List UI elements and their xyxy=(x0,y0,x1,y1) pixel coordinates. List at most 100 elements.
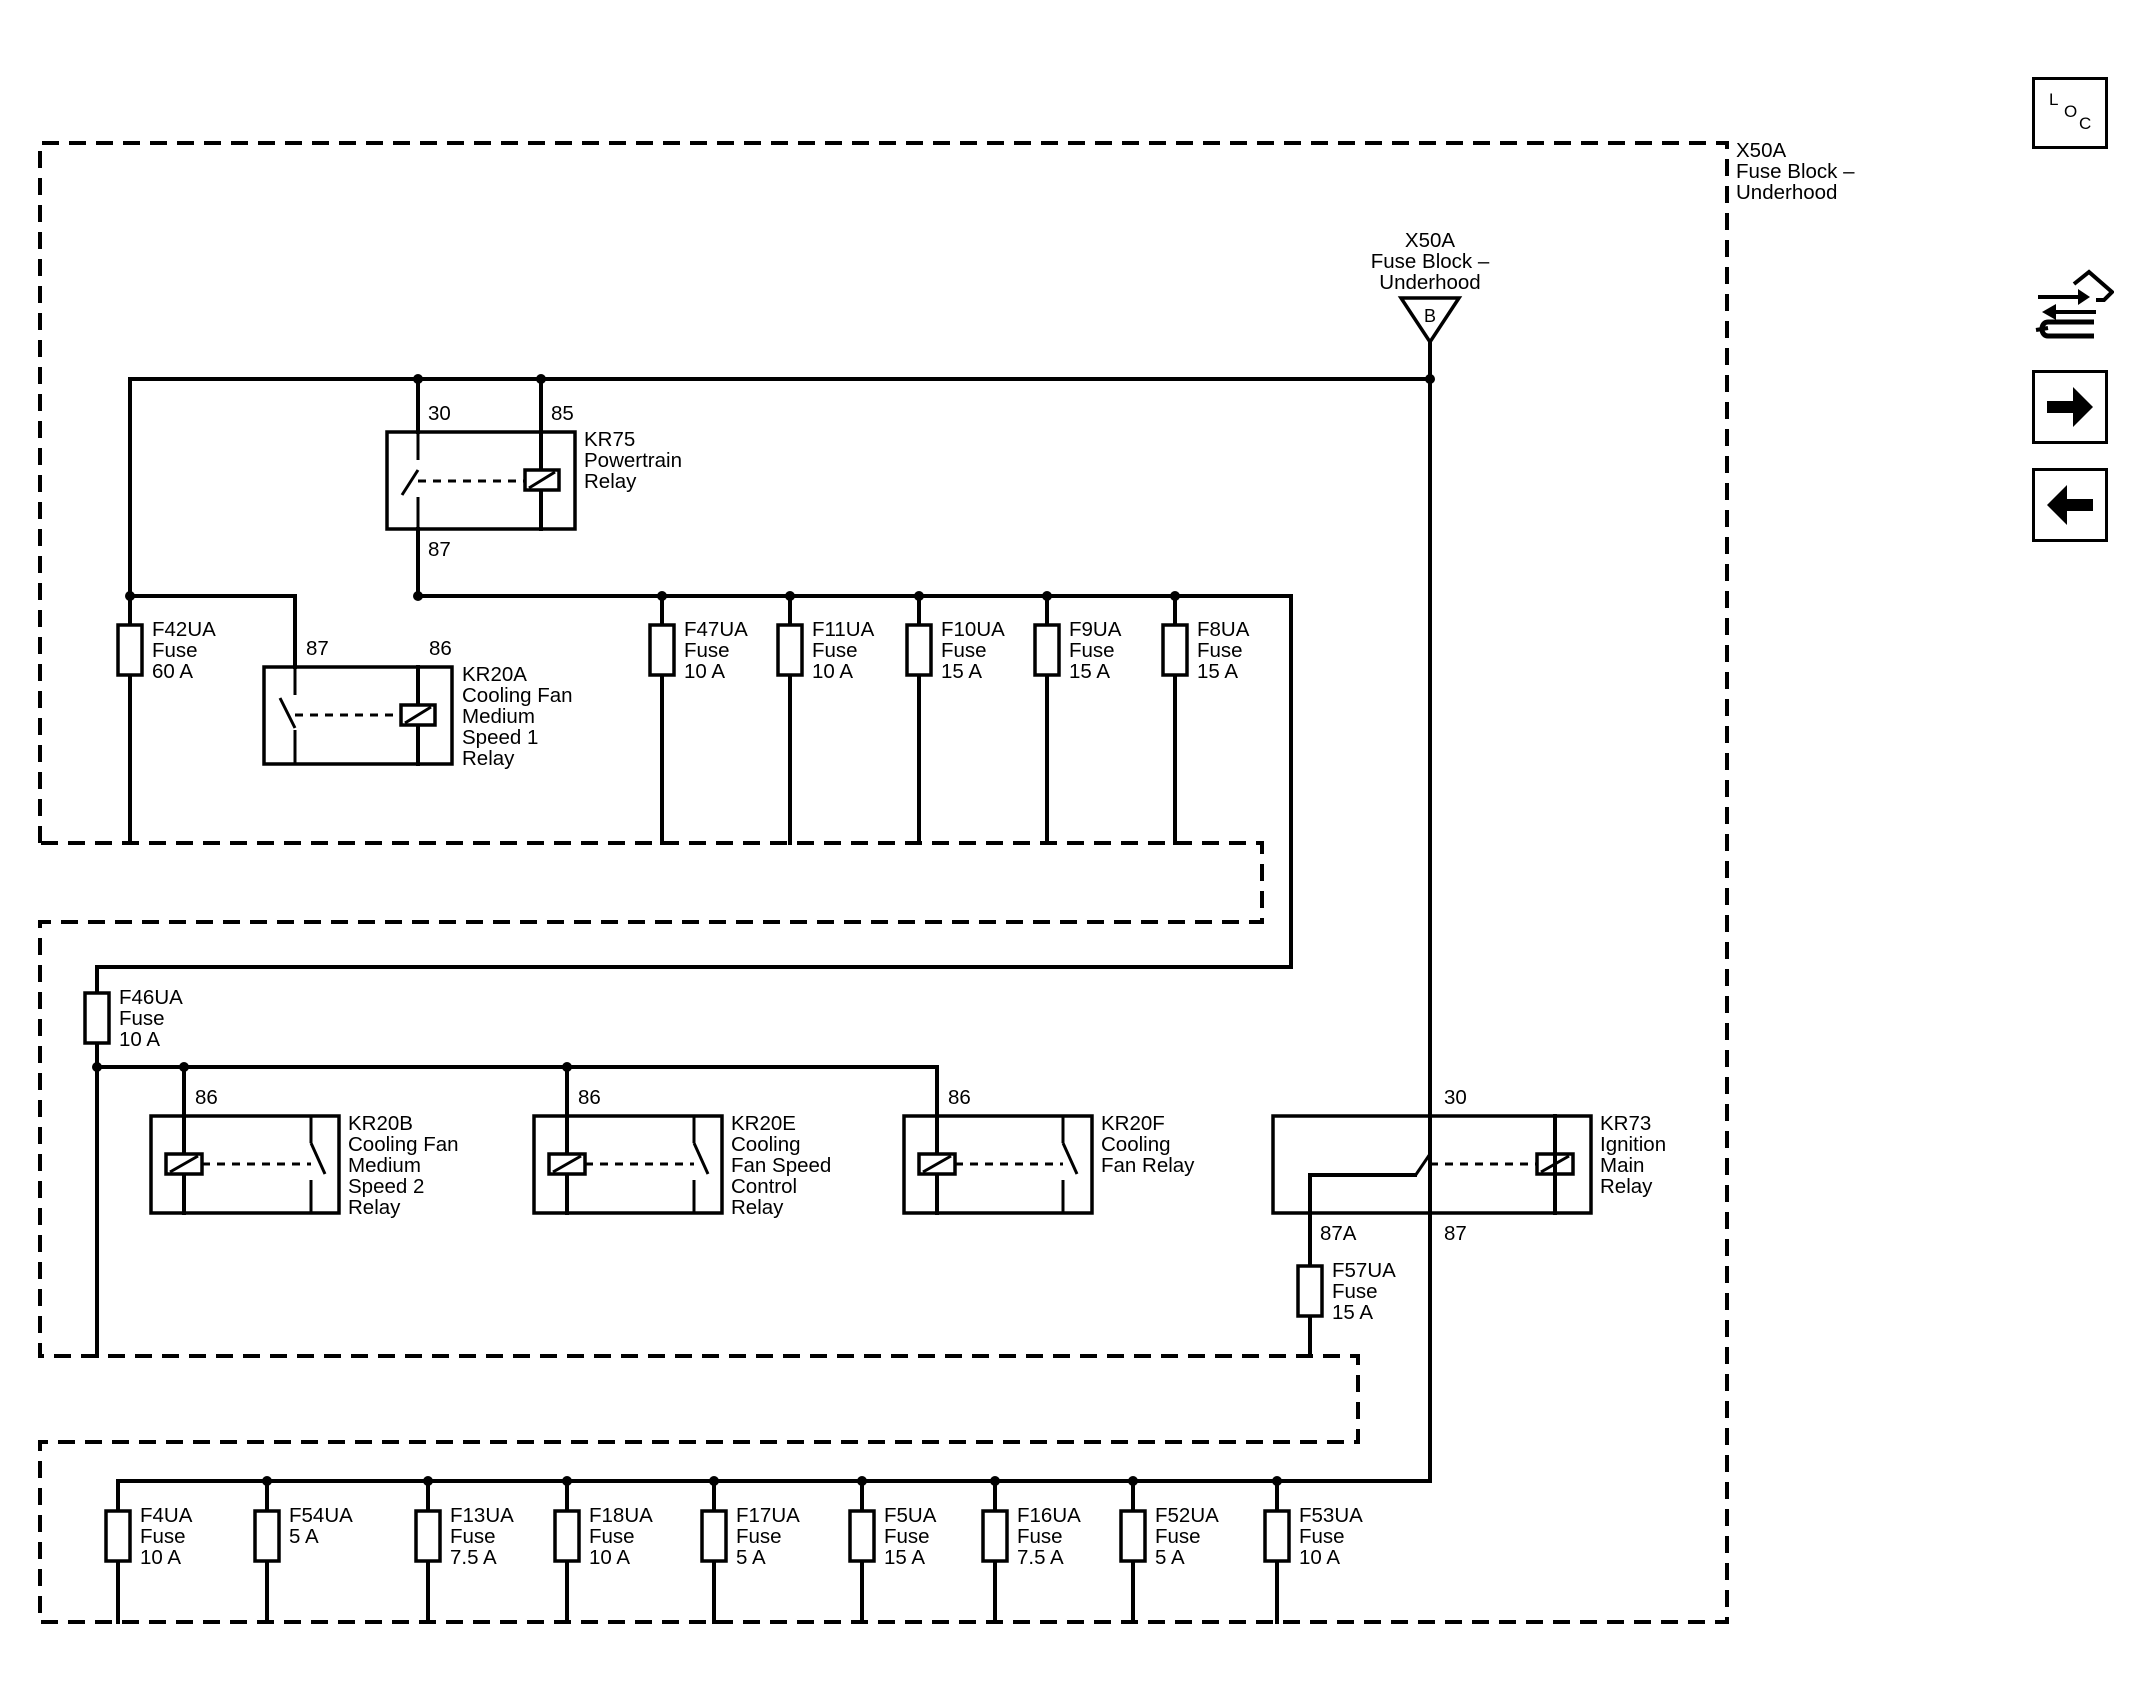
fuse-f16ua: F16UA Fuse 7.5 A xyxy=(981,1479,1081,1624)
svg-text:F4UA: F4UA xyxy=(140,1504,193,1527)
svg-text:86: 86 xyxy=(578,1086,601,1109)
fuse-f18ua: F18UA Fuse 10 A xyxy=(553,1479,653,1624)
svg-text:5 A: 5 A xyxy=(289,1525,319,1548)
svg-text:Fuse Block –: Fuse Block – xyxy=(1736,160,1855,183)
splice-dots xyxy=(92,374,1435,1486)
svg-text:Fuse: Fuse xyxy=(1069,639,1115,662)
fuse-block-outline xyxy=(38,141,1729,1624)
svg-text:F9UA: F9UA xyxy=(1069,618,1122,641)
svg-text:Relay: Relay xyxy=(731,1196,784,1219)
svg-text:Fuse: Fuse xyxy=(684,639,730,662)
svg-text:Fuse: Fuse xyxy=(1155,1525,1201,1548)
relay-kr20e: 86 KR20E Cooling Fan Speed Control Relay xyxy=(532,1065,831,1219)
service-tools-icon xyxy=(2035,269,2115,339)
fuse-f10ua: F10UA Fuse 15 A xyxy=(905,594,1005,845)
svg-text:60 A: 60 A xyxy=(152,660,193,683)
next-page-button[interactable] xyxy=(2032,370,2108,444)
svg-text:Cooling: Cooling xyxy=(731,1133,801,1156)
svg-text:10 A: 10 A xyxy=(684,660,725,683)
svg-text:Fuse: Fuse xyxy=(941,639,987,662)
relay-kr75: 30 85 87 KR75 Powertrain Relay xyxy=(385,402,682,561)
svg-text:X50A: X50A xyxy=(1405,229,1455,252)
svg-text:87A: 87A xyxy=(1320,1222,1357,1245)
fuse-f13ua: F13UA Fuse 7.5 A xyxy=(414,1479,514,1624)
svg-text:Underhood: Underhood xyxy=(1736,181,1837,204)
svg-text:F13UA: F13UA xyxy=(450,1504,514,1527)
fuse-f52ua: F52UA Fuse 5 A xyxy=(1119,1479,1219,1624)
svg-text:7.5 A: 7.5 A xyxy=(1017,1546,1064,1569)
fuse-f8ua: F8UA Fuse 15 A xyxy=(1161,594,1250,845)
svg-text:O: O xyxy=(2064,102,2077,121)
svg-text:F5UA: F5UA xyxy=(884,1504,937,1527)
location-icon: L O C xyxy=(2049,90,2091,133)
svg-text:Relay: Relay xyxy=(462,747,515,770)
svg-text:F54UA: F54UA xyxy=(289,1504,353,1527)
svg-text:15 A: 15 A xyxy=(1069,660,1110,683)
svg-text:Fuse: Fuse xyxy=(736,1525,782,1548)
svg-text:Relay: Relay xyxy=(584,470,637,493)
svg-text:Fuse: Fuse xyxy=(884,1525,930,1548)
svg-text:Cooling Fan: Cooling Fan xyxy=(462,684,573,707)
svg-text:F17UA: F17UA xyxy=(736,1504,800,1527)
fuse-f47ua: F47UA Fuse 10 A xyxy=(648,594,748,845)
svg-text:KR20B: KR20B xyxy=(348,1112,413,1135)
svg-text:Speed 1: Speed 1 xyxy=(462,726,538,749)
fuse-f42ua: F42UA Fuse 60 A xyxy=(116,618,216,683)
svg-text:Medium: Medium xyxy=(462,705,535,728)
svg-text:F46UA: F46UA xyxy=(119,986,183,1009)
svg-text:C: C xyxy=(2079,114,2091,133)
svg-text:Main: Main xyxy=(1600,1154,1644,1177)
svg-text:86: 86 xyxy=(429,637,452,660)
svg-text:85: 85 xyxy=(551,402,574,425)
svg-text:30: 30 xyxy=(1444,1086,1467,1109)
svg-text:86: 86 xyxy=(948,1086,971,1109)
svg-text:86: 86 xyxy=(195,1086,218,1109)
fuse-f54ua: F54UA 5 A xyxy=(253,1479,353,1624)
svg-text:Fuse: Fuse xyxy=(1017,1525,1063,1548)
relay-kr20b: 86 KR20B Cooling Fan Medium Speed 2 Rela… xyxy=(149,1065,459,1219)
svg-text:Cooling Fan: Cooling Fan xyxy=(348,1133,459,1156)
svg-text:KR73: KR73 xyxy=(1600,1112,1651,1135)
svg-text:F10UA: F10UA xyxy=(941,618,1005,641)
svg-text:Fuse: Fuse xyxy=(1299,1525,1345,1548)
svg-text:87: 87 xyxy=(306,637,329,660)
svg-text:15 A: 15 A xyxy=(1197,660,1238,683)
relay-kr20f: 86 KR20F Cooling Fan Relay xyxy=(902,1065,1195,1215)
service-tools-button[interactable] xyxy=(2034,266,2115,352)
svg-text:KR20A: KR20A xyxy=(462,663,527,686)
svg-text:87: 87 xyxy=(1444,1222,1467,1245)
svg-text:Fuse: Fuse xyxy=(152,639,198,662)
svg-text:10 A: 10 A xyxy=(140,1546,181,1569)
svg-text:87: 87 xyxy=(428,538,451,561)
svg-text:F42UA: F42UA xyxy=(152,618,216,641)
previous-page-button[interactable] xyxy=(2032,468,2108,542)
svg-text:Fan Relay: Fan Relay xyxy=(1101,1154,1195,1177)
svg-text:10 A: 10 A xyxy=(812,660,853,683)
svg-text:10 A: 10 A xyxy=(1299,1546,1340,1569)
svg-text:15 A: 15 A xyxy=(884,1546,925,1569)
svg-text:F53UA: F53UA xyxy=(1299,1504,1363,1527)
svg-text:7.5 A: 7.5 A xyxy=(450,1546,497,1569)
svg-text:Ignition: Ignition xyxy=(1600,1133,1666,1156)
svg-text:5 A: 5 A xyxy=(736,1546,766,1569)
relay-kr73: 30 87A 87 KR73 Ignition Main Relay xyxy=(1271,1086,1666,1245)
svg-text:Powertrain: Powertrain xyxy=(584,449,682,472)
svg-text:Medium: Medium xyxy=(348,1154,421,1177)
svg-text:Cooling: Cooling xyxy=(1101,1133,1171,1156)
svg-text:Fuse Block –: Fuse Block – xyxy=(1371,250,1490,273)
svg-text:10 A: 10 A xyxy=(119,1028,160,1051)
arrow-left-icon xyxy=(2047,485,2093,525)
svg-text:F47UA: F47UA xyxy=(684,618,748,641)
svg-text:KR75: KR75 xyxy=(584,428,635,451)
svg-text:KR20F: KR20F xyxy=(1101,1112,1165,1135)
svg-text:Fuse: Fuse xyxy=(450,1525,496,1548)
fuse-f11ua: F11UA Fuse 10 A xyxy=(776,594,875,845)
svg-text:X50A: X50A xyxy=(1736,139,1786,162)
svg-text:Control: Control xyxy=(731,1175,797,1198)
location-button[interactable]: L O C xyxy=(2032,77,2108,149)
fuse-f57ua: F57UA Fuse 15 A xyxy=(1296,1211,1396,1358)
power-source-connector: X50A Fuse Block – Underhood B xyxy=(1371,229,1490,346)
svg-text:KR20E: KR20E xyxy=(731,1112,796,1135)
svg-text:F8UA: F8UA xyxy=(1197,618,1250,641)
svg-text:Relay: Relay xyxy=(348,1196,401,1219)
